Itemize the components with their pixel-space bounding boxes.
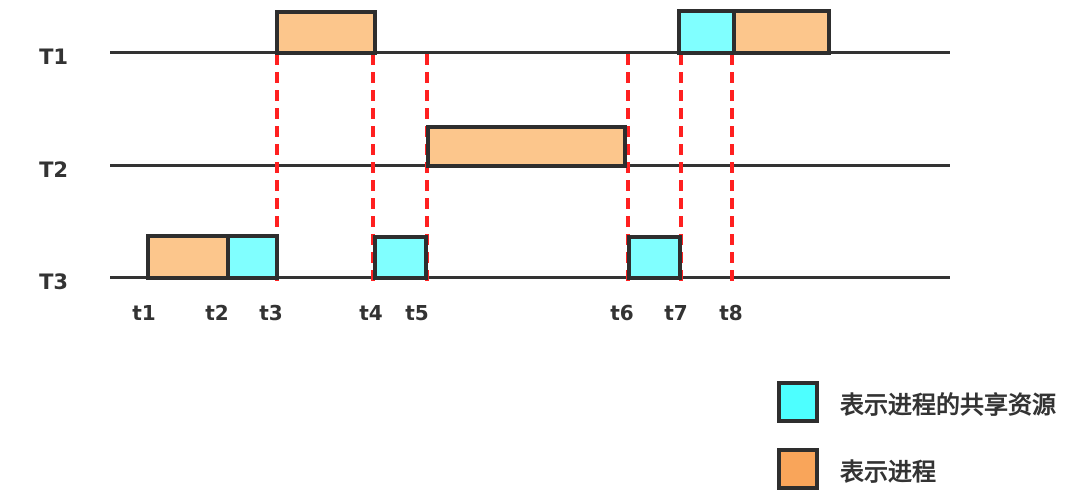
- shared-resource-block: [226, 234, 279, 280]
- time-label-t3: t3: [259, 301, 283, 325]
- process-block: [275, 10, 377, 55]
- row-label-t3: T3: [39, 270, 68, 294]
- timeline-t3: [110, 276, 950, 279]
- dashed-marker-t4: [371, 54, 375, 281]
- shared-resource-block: [627, 235, 682, 280]
- time-label-t2: t2: [205, 301, 229, 325]
- row-label-t1: T1: [39, 45, 68, 69]
- process-block: [146, 234, 230, 280]
- shared-resource-swatch: [777, 381, 819, 423]
- dashed-marker-t3: [275, 54, 279, 281]
- process-block: [426, 125, 627, 168]
- time-label-t6: t6: [610, 301, 634, 325]
- legend-item-shared-resource: 表示进程的共享资源: [777, 381, 1056, 423]
- shared-resource-block: [373, 235, 428, 280]
- dashed-marker-t8: [730, 54, 734, 281]
- dashed-marker-t6: [626, 54, 630, 281]
- dashed-marker-t7: [679, 54, 683, 281]
- shared-resource-block: [677, 9, 736, 55]
- legend-item-process: 表示进程: [777, 448, 936, 490]
- time-label-t5: t5: [405, 301, 429, 325]
- time-label-t7: t7: [664, 301, 688, 325]
- time-label-t1: t1: [132, 301, 156, 325]
- timeline-t1: [110, 51, 950, 54]
- legend-label-process: 表示进程: [840, 457, 936, 486]
- process-swatch: [777, 448, 819, 490]
- process-block: [732, 9, 831, 55]
- time-label-t8: t8: [719, 301, 743, 325]
- row-label-t2: T2: [39, 158, 68, 182]
- legend-label-shared-resource: 表示进程的共享资源: [840, 390, 1056, 419]
- time-label-t4: t4: [359, 301, 383, 325]
